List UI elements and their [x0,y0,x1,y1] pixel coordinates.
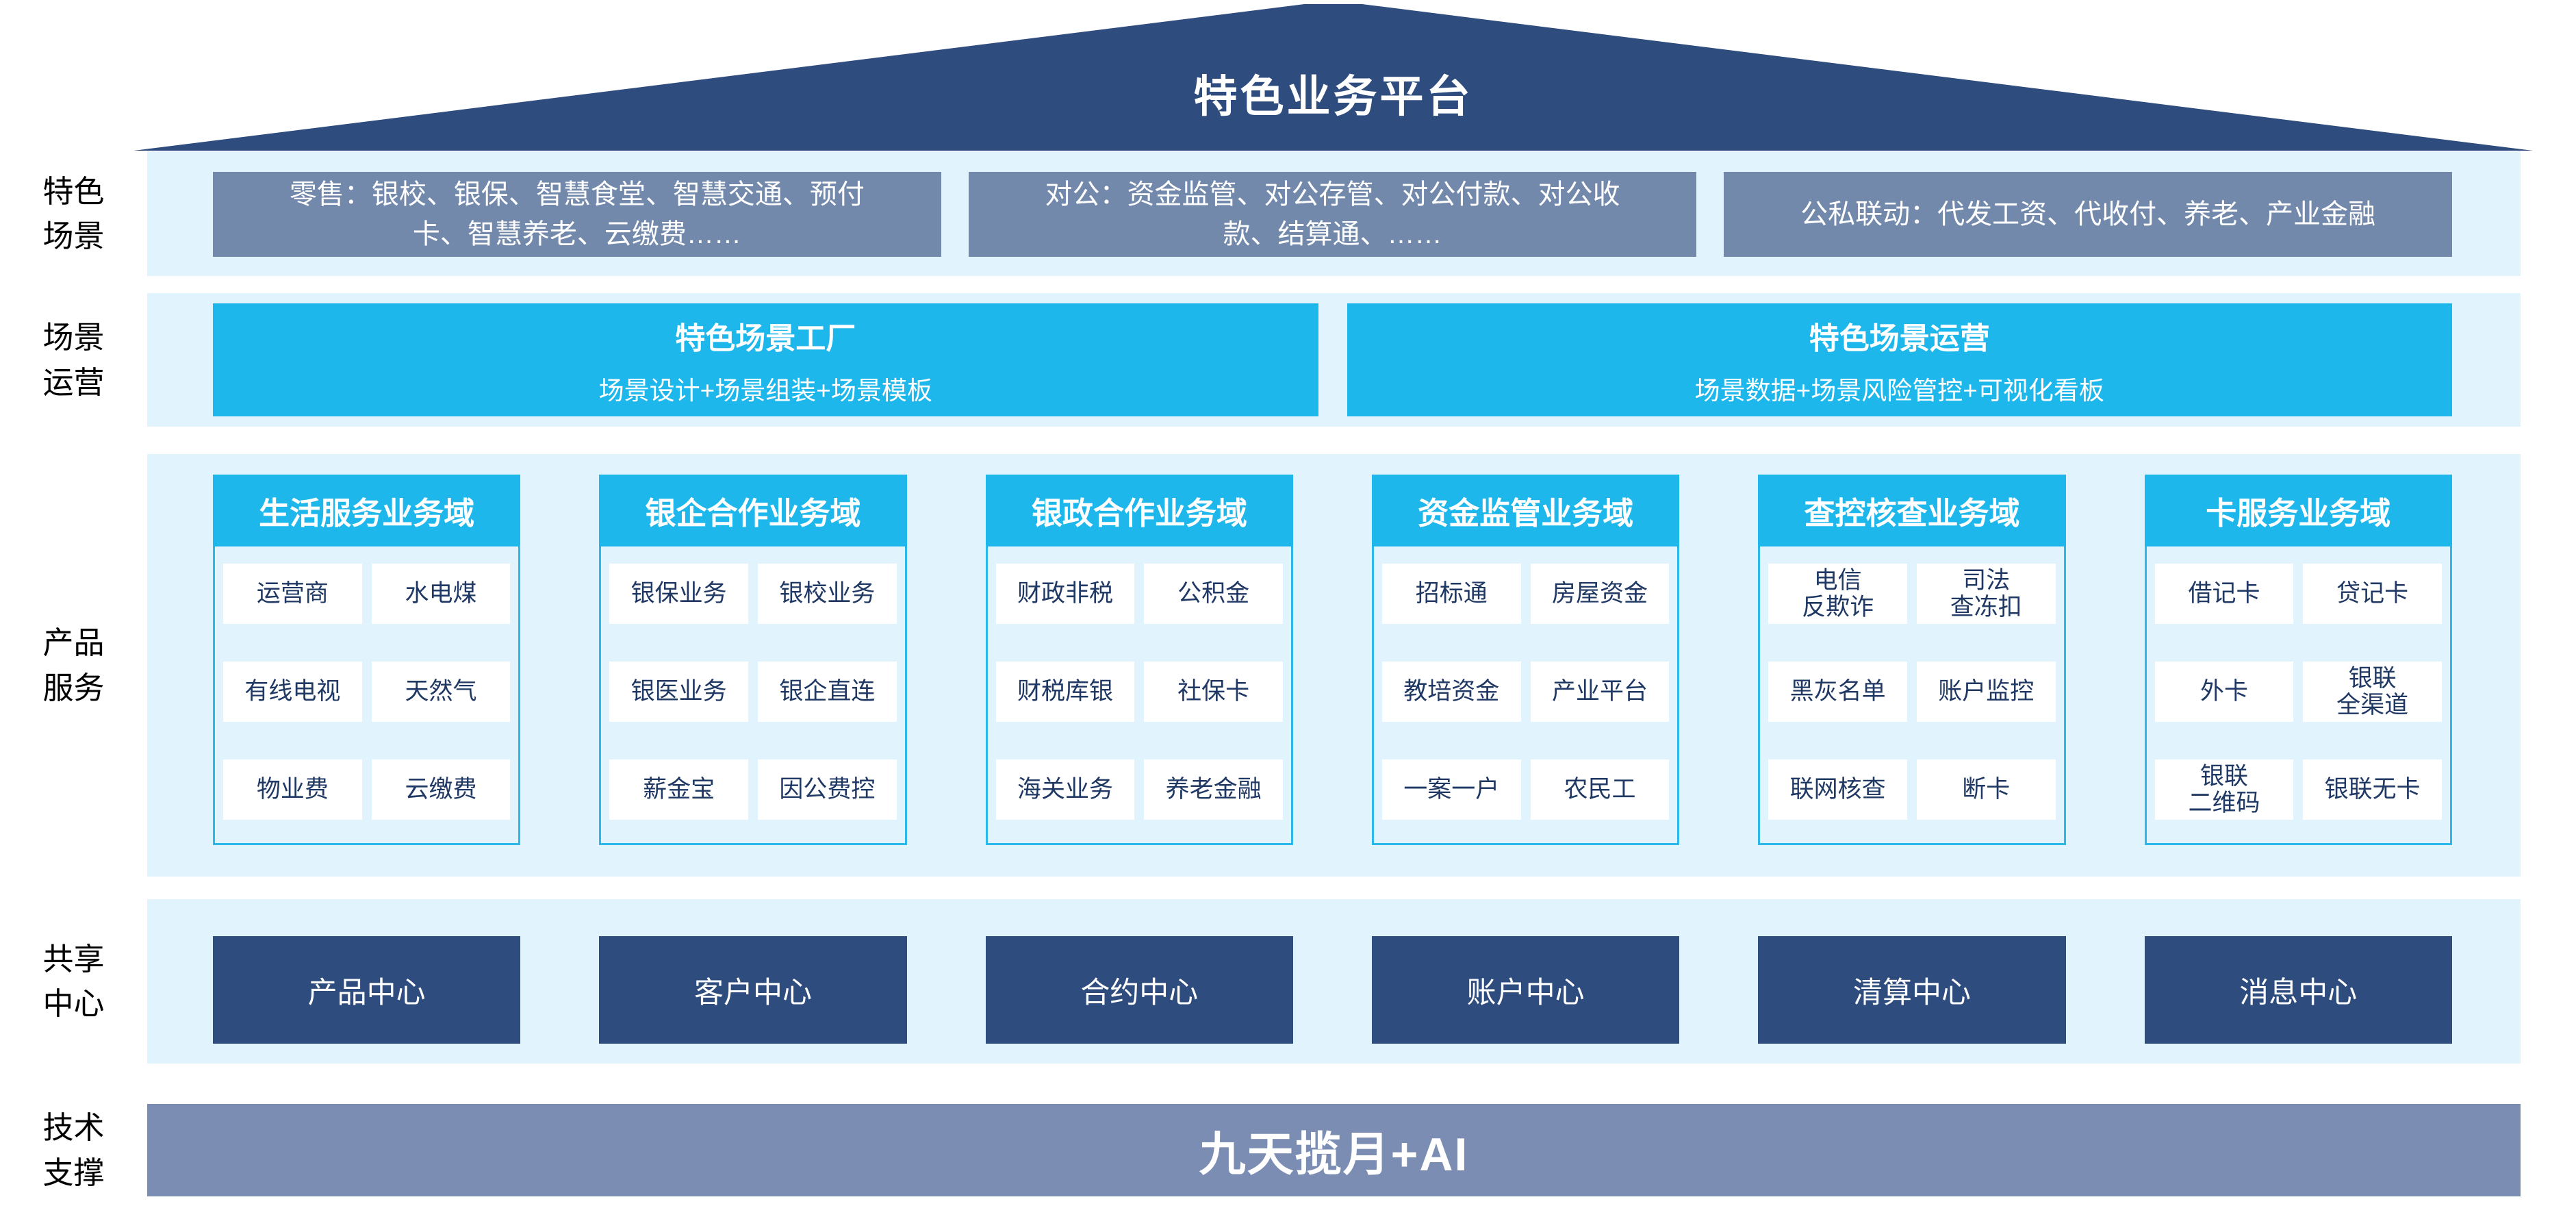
product-cell: 因公费控 [757,759,897,820]
row-label-tech: 技术 支撑 [42,1110,105,1190]
product-cell: 断卡 [1916,759,2056,820]
center-box-message: 消息中心 [2144,936,2452,1044]
product-cell: 贷记卡 [2303,564,2442,624]
product-column-body: 招标通 房屋资金 教培资金 产业平台 一案一户 农民工 [1371,546,1680,845]
product-cell: 银医业务 [609,662,748,722]
product-cell: 银保业务 [609,564,748,624]
row-label-ops: 场景 运营 [42,320,105,400]
product-column-body: 电信 反欺诈 司法 查冻扣 黑灰名单 账户监控 联网核查 断卡 [1758,546,2066,845]
ops-box-title: 特色场景工厂 [675,321,856,355]
product-cell: 账户监控 [1916,662,2056,722]
product-column-header: 查控核查业务域 [1758,475,2066,546]
platform-roof: 特色业务平台 [133,4,2533,151]
center-box-product: 产品中心 [213,936,521,1044]
product-cell: 银联 二维码 [2154,759,2294,820]
product-cell: 银联无卡 [2303,759,2442,820]
product-column-header: 银政合作业务域 [985,475,1293,546]
product-cell: 教培资金 [1381,662,1521,722]
row-label-scene: 特色 场景 [42,173,105,253]
tech-band: 九天揽月+AI [147,1104,2521,1196]
ops-box-scene-operation: 特色场景运营 场景数据+场景风险管控+可视化看板 [1347,303,2452,416]
product-cell: 社保卡 [1144,662,1283,722]
ops-box-scene-factory: 特色场景工厂 场景设计+场景组装+场景模板 [213,303,1318,416]
product-cell: 财税库银 [995,662,1135,722]
product-column-header: 银企合作业务域 [599,475,907,546]
product-cell: 有线电视 [223,662,362,722]
row-label-products: 产品 服务 [42,625,105,705]
product-cell: 公积金 [1144,564,1283,624]
product-cell: 薪金宝 [609,759,748,820]
ops-box-subtitle: 场景设计+场景组装+场景模板 [598,376,932,405]
ops-box-subtitle: 场景数据+场景风险管控+可视化看板 [1694,376,2104,405]
product-cell: 云缴费 [371,759,511,820]
product-cell: 电信 反欺诈 [1768,564,1907,624]
product-cell: 天然气 [371,662,511,722]
product-column-card-service: 卡服务业务域 借记卡 贷记卡 外卡 银联 全渠道 银联 二维码 银联无卡 [2144,475,2452,877]
product-cell: 银校业务 [757,564,897,624]
scene-box-corporate: 对公：资金监管、对公存管、对公付款、对公收 款、结算通、…… [968,172,1697,257]
scene-box-retail: 零售：银校、银保、智慧食堂、智慧交通、预付 卡、智慧养老、云缴费…… [213,172,941,257]
centers-band: 产品中心 客户中心 合约中心 账户中心 清算中心 消息中心 [147,899,2521,1064]
product-column-fund-supervision: 资金监管业务域 招标通 房屋资金 教培资金 产业平台 一案一户 农民工 [1371,475,1680,877]
product-cell: 联网核查 [1768,759,1907,820]
product-cell: 财政非税 [995,564,1135,624]
product-cell: 银企直连 [757,662,897,722]
product-cell: 水电煤 [371,564,511,624]
product-cell: 农民工 [1530,759,1670,820]
center-box-customer: 客户中心 [599,936,907,1044]
product-cell: 产业平台 [1530,662,1670,722]
product-column-body: 运营商 水电煤 有线电视 天然气 物业费 云缴费 [213,546,521,845]
product-column-body: 借记卡 贷记卡 外卡 银联 全渠道 银联 二维码 银联无卡 [2144,546,2452,845]
product-cell: 一案一户 [1381,759,1521,820]
center-box-contract: 合约中心 [985,936,1293,1044]
product-column-bank-government: 银政合作业务域 财政非税 公积金 财税库银 社保卡 海关业务 养老金融 [985,475,1293,877]
product-column-life-services: 生活服务业务域 运营商 水电煤 有线电视 天然气 物业费 云缴费 [213,475,521,877]
product-cell: 借记卡 [2154,564,2294,624]
product-column-header: 生活服务业务域 [213,475,521,546]
products-band: 生活服务业务域 运营商 水电煤 有线电视 天然气 物业费 云缴费 银企合作业务域… [147,454,2521,877]
product-column-body: 财政非税 公积金 财税库银 社保卡 海关业务 养老金融 [985,546,1293,845]
product-cell: 外卡 [2154,662,2294,722]
row-label-centers: 共享 中心 [42,941,105,1021]
product-column-body: 银保业务 银校业务 银医业务 银企直连 薪金宝 因公费控 [599,546,907,845]
product-cell: 运营商 [223,564,362,624]
product-cell: 黑灰名单 [1768,662,1907,722]
product-cell: 房屋资金 [1530,564,1670,624]
platform-title: 特色业务平台 [1193,72,1473,121]
product-column-inquiry-control: 查控核查业务域 电信 反欺诈 司法 查冻扣 黑灰名单 账户监控 联网核查 断卡 [1758,475,2066,877]
tech-title: 九天揽月+AI [1199,1129,1469,1181]
center-box-clearing: 清算中心 [1758,936,2066,1044]
product-cell: 司法 查冻扣 [1916,564,2056,624]
product-cell: 养老金融 [1144,759,1283,820]
product-column-bank-enterprise: 银企合作业务域 银保业务 银校业务 银医业务 银企直连 薪金宝 因公费控 [599,475,907,877]
ops-box-title: 特色场景运营 [1809,321,1990,355]
center-box-account: 账户中心 [1371,936,1680,1044]
product-column-header: 卡服务业务域 [2144,475,2452,546]
product-cell: 海关业务 [995,759,1135,820]
scene-box-public-private: 公私联动：代发工资、代收付、养老、产业金融 [1724,172,2453,257]
product-cell: 招标通 [1381,564,1521,624]
product-cell: 银联 全渠道 [2303,662,2442,722]
ops-band: 特色场景工厂 场景设计+场景组装+场景模板 特色场景运营 场景数据+场景风险管控… [147,293,2521,427]
product-column-header: 资金监管业务域 [1371,475,1680,546]
scene-band: 零售：银校、银保、智慧食堂、智慧交通、预付 卡、智慧养老、云缴费…… 对公：资金… [147,151,2521,276]
product-cell: 物业费 [223,759,362,820]
